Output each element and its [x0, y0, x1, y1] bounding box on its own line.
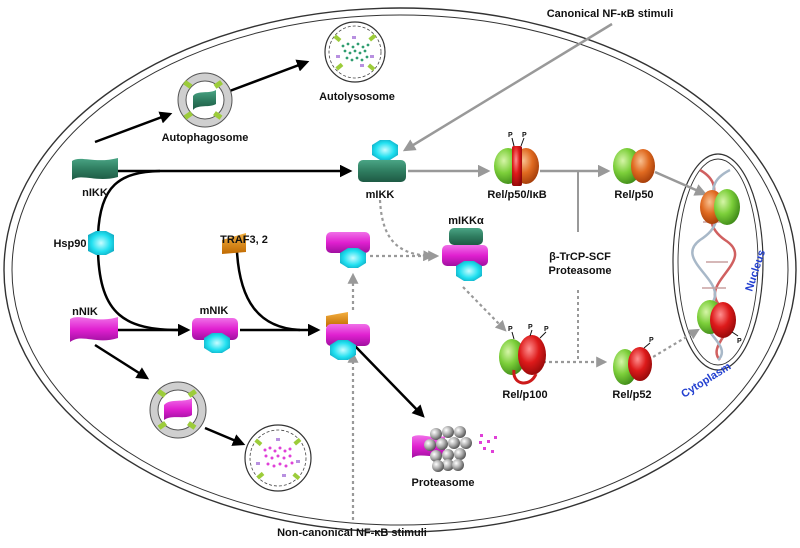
phospho-label: P: [522, 132, 527, 139]
noncanonical-stimuli-label: Non-canonical NF-κB stimuli: [277, 527, 427, 539]
proteasome-icon: [412, 426, 472, 472]
canonical-stimuli-label: Canonical NF-κB stimuli: [547, 8, 674, 20]
hsp90-up-curve: [96, 169, 161, 236]
nucleus-label: Nucleus: [743, 249, 768, 293]
traf-icon: [222, 233, 246, 254]
nikk-label: nIKK: [82, 187, 108, 199]
arrow-relp52-to-nucleus: [647, 328, 700, 361]
mnik-label: mNIK: [200, 305, 229, 317]
autophagosome-icon: [177, 72, 233, 128]
arrow-nik-to-proteasome: [354, 345, 425, 418]
autolysosome-nik-icon: [244, 424, 312, 492]
traf-label: TRAF3, 2: [220, 234, 268, 246]
arrow-relp50-to-nucleus: [654, 170, 708, 196]
relp52-icon: [613, 342, 652, 385]
arrow-autophagosome-to-autolysosome-2: [204, 426, 246, 446]
autophagosome-label: Autophagosome: [162, 132, 249, 144]
cell-membrane: [3, 7, 797, 533]
proteasome-label: Proteasome: [412, 477, 475, 489]
mnik-icon: [192, 318, 238, 353]
relp100-icon: [499, 329, 547, 385]
btrcp-proteasome-label: Proteasome: [549, 265, 612, 277]
phospho-label: P: [528, 324, 533, 331]
nnik-icon: [70, 317, 118, 342]
nuclear-relp50-icon: [700, 189, 740, 225]
degradation-fragments-icon: [479, 434, 497, 453]
nik-traf-complex-icon: [326, 312, 370, 360]
relp50ikb-icon: [494, 137, 539, 186]
arrow-mikka-to-relp100: [462, 286, 507, 332]
traf-curve: [235, 251, 301, 332]
relp100-label: Rel/p100: [502, 389, 547, 401]
relp52-label: Rel/p52: [612, 389, 651, 401]
arrow-autophagosome-to-autolysosome: [226, 59, 310, 94]
hsp90-down-curve: [96, 251, 181, 332]
relp50-icon: [613, 148, 655, 184]
arrow-nikk-to-autophagosome: [94, 111, 173, 144]
arrow-nnik-to-autophagosome: [94, 343, 150, 380]
autolysosome-label: Autolysosome: [319, 91, 395, 103]
nikk-icon: [72, 158, 118, 180]
nnik-label: nNIK: [72, 306, 98, 318]
mikk-icon: [358, 140, 406, 182]
mikka-label: mIKKα: [448, 215, 484, 227]
arrows: [94, 22, 708, 520]
relp50-label: Rel/p50: [614, 189, 653, 201]
phospho-label: P: [508, 132, 513, 139]
phospho-label: P: [737, 338, 742, 345]
phospho-label: P: [649, 337, 654, 344]
autophagosome-nik-icon: [149, 381, 207, 439]
autolysosome-icon: [324, 21, 386, 83]
relp50ikb-label: Rel/p50/IκB: [487, 189, 546, 201]
mikka-icon: [442, 228, 488, 281]
phospho-label: P: [544, 326, 549, 333]
phospho-label: P: [508, 326, 513, 333]
arrow-canonical-stimuli: [402, 22, 613, 152]
nucleus: [672, 153, 764, 371]
hsp90-label: Hsp90: [53, 238, 86, 250]
nik-complex-upper-icon: [326, 232, 370, 268]
hsp90-icon: [88, 231, 114, 255]
btrcp-label: β-TrCP-SCF: [549, 251, 611, 263]
arrow-mikk-dotted: [378, 199, 435, 262]
mikk-label: mIKK: [366, 189, 395, 201]
nuclear-relp52-icon: [697, 300, 739, 338]
